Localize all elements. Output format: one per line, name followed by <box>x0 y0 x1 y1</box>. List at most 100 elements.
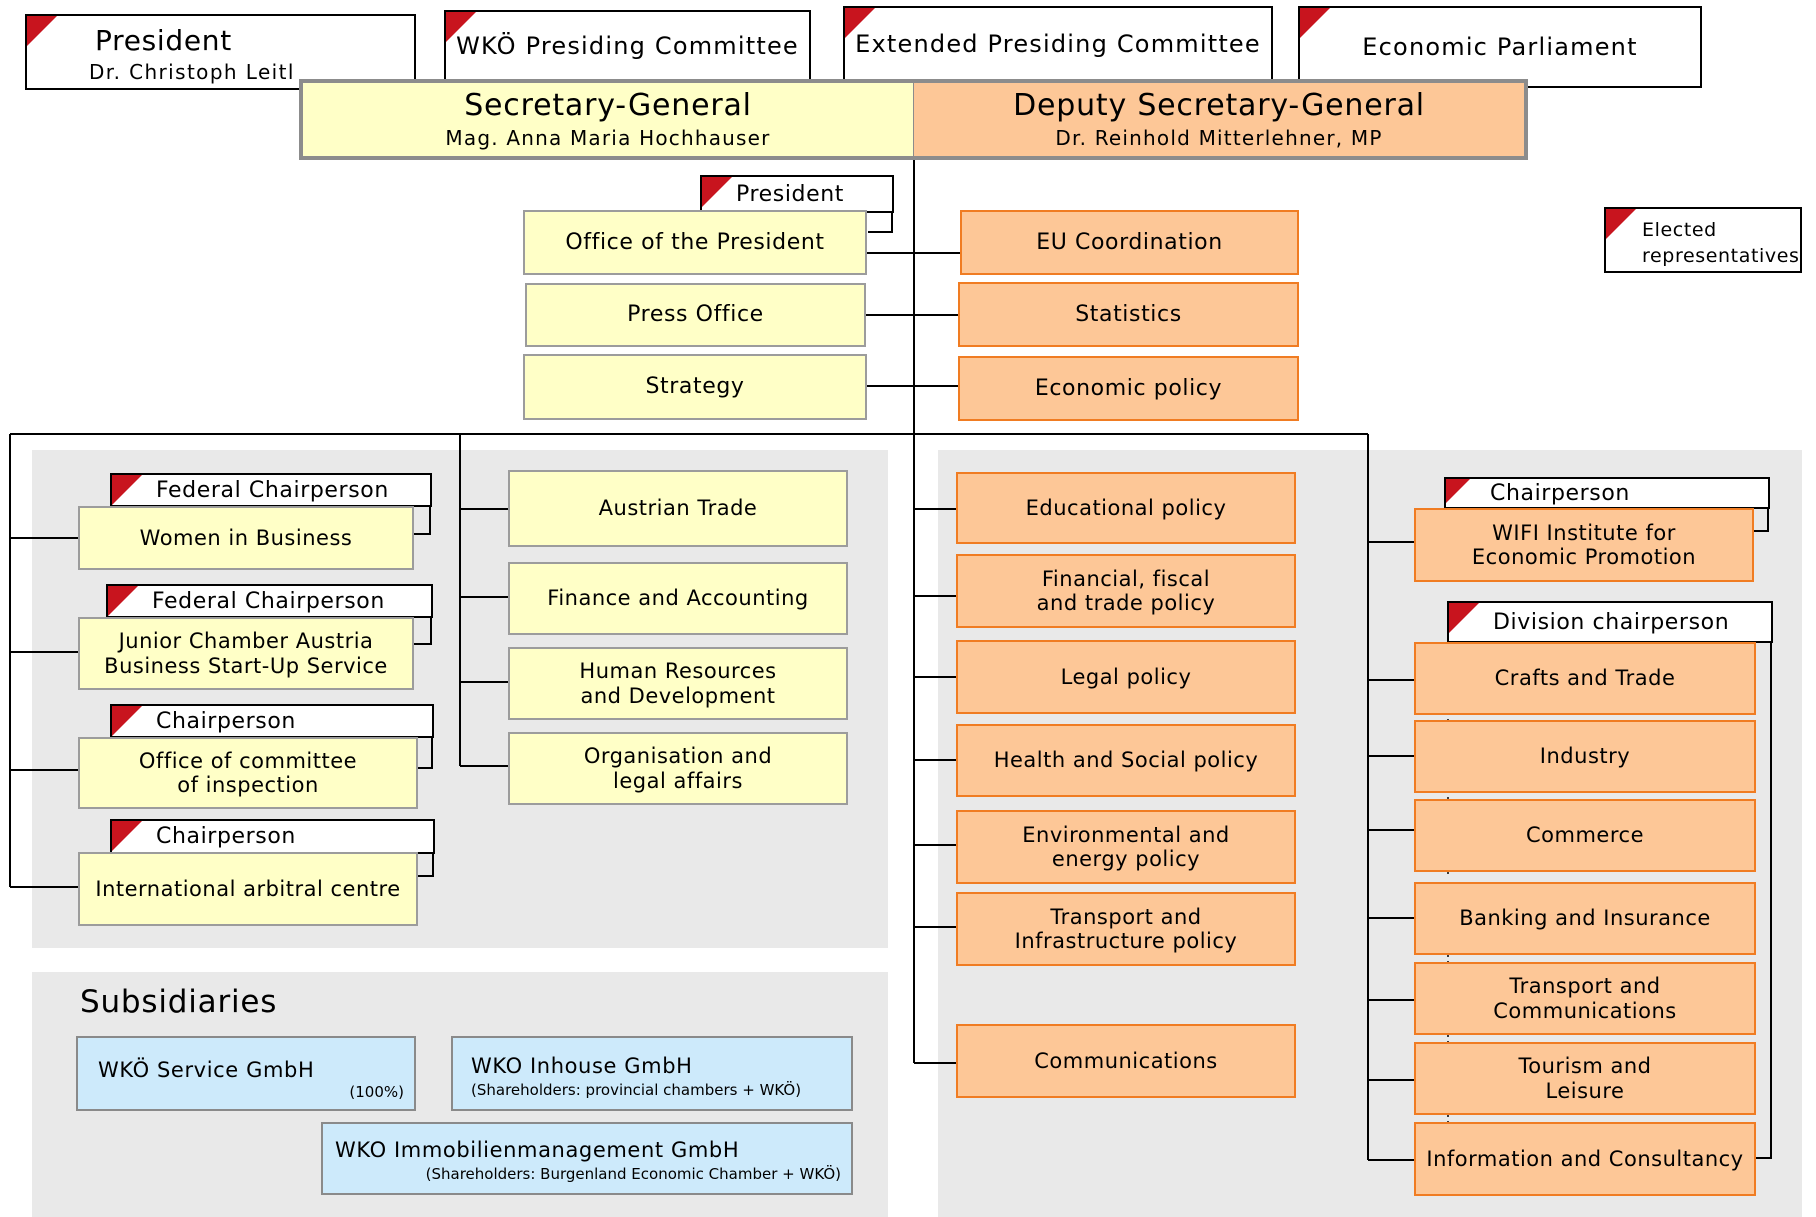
elected-flag-icon <box>845 8 875 38</box>
subsidiary-note: (Shareholders: Burgenland Economic Chamb… <box>425 1165 841 1184</box>
elected-flag-icon <box>112 706 142 736</box>
women-in-business-box: Women in Business <box>78 506 414 570</box>
organisation-legal-box: Organisation and legal affairs <box>508 732 848 805</box>
staff-item-label: Economic policy <box>1034 375 1223 401</box>
deputy-secretary-general-title: Deputy Secretary-General <box>1013 87 1425 123</box>
wifi-tag-label: Chairperson <box>1490 480 1630 506</box>
staff-item-label: Strategy <box>645 374 745 400</box>
information-consultancy-box: Information and Consultancy <box>1414 1122 1756 1196</box>
secretary-general-box: Secretary-General Mag. Anna Maria Hochha… <box>299 79 913 160</box>
department-line1: Organisation and <box>583 744 773 769</box>
department-line2: legal affairs <box>613 768 743 793</box>
extended-committee-box: Extended Presiding Committee <box>843 6 1273 82</box>
division-line1: Information and Consultancy <box>1426 1146 1744 1171</box>
economic-parliament-box: Economic Parliament <box>1298 6 1702 88</box>
secretary-general-name: Mag. Anna Maria Hochhauser <box>445 126 771 151</box>
commerce-box: Commerce <box>1414 799 1756 872</box>
legend-line2: representatives <box>1642 245 1800 267</box>
communications-box: Communications <box>956 1024 1296 1098</box>
division-tag: Division chairperson <box>1447 601 1773 643</box>
committee-line1: Office of committee <box>138 748 358 773</box>
subsidiaries-title: Subsidiaries <box>80 984 278 1020</box>
committee-line1: Women in Business <box>139 525 353 550</box>
committee-line2: of inspection <box>177 773 319 797</box>
staff-item-label: Statistics <box>1075 301 1182 327</box>
staff-item-label: Office of the President <box>565 229 825 255</box>
division-line1: Transport and <box>1509 974 1661 999</box>
president-name: Dr. Christoph Leitl <box>89 60 295 84</box>
economic-policy-box: Economic policy <box>958 356 1299 421</box>
strategy-box: Strategy <box>523 354 867 420</box>
human-resources-box: Human Resources and Development <box>508 647 848 720</box>
subsidiary-box: WKO Inhouse GmbH (Shareholders: provinci… <box>451 1036 853 1111</box>
deputy-secretary-general-box: Deputy Secretary-General Dr. Reinhold Mi… <box>913 79 1528 160</box>
legend: Elected representatives <box>1604 207 1802 273</box>
right-connectors <box>1368 541 1414 1161</box>
committee-tag: Chairperson <box>110 819 435 854</box>
president-top-box: President Dr. Christoph Leitl <box>25 14 416 90</box>
health-social-policy-box: Health and Social policy <box>956 724 1296 797</box>
policy-line1: Transport and <box>1050 904 1202 929</box>
policy-line2: and trade policy <box>1036 591 1216 615</box>
policy-line2: energy policy <box>1051 847 1201 871</box>
junior-chamber-box: Junior Chamber Austria Business Start-Up… <box>78 617 414 690</box>
elected-flag-icon <box>446 12 476 42</box>
legal-policy-box: Legal policy <box>956 640 1296 714</box>
committee-line2: Business Start-Up Service <box>104 653 388 678</box>
committee-tag-label: Federal Chairperson <box>152 588 385 614</box>
wifi-tag: Chairperson <box>1444 477 1770 509</box>
committee-connectors <box>10 537 80 888</box>
division-tag-label: Division chairperson <box>1493 609 1730 635</box>
subsidiary-name: WKO Immobilienmanagement GmbH <box>335 1138 740 1162</box>
department-line1: Human Resources <box>579 659 777 684</box>
division-line1: Crafts and Trade <box>1494 666 1676 691</box>
tourism-leisure-box: Tourism and Leisure <box>1414 1042 1756 1115</box>
policy-line1: Environmental and <box>1022 822 1230 847</box>
subsidiary-note: (Shareholders: provincial chambers + WKÖ… <box>471 1081 802 1100</box>
subsidiary-note: (100%) <box>349 1082 404 1101</box>
policy-line2: Infrastructure policy <box>1014 929 1238 953</box>
staff-item-label: Press Office <box>627 302 764 328</box>
division-line1: Industry <box>1539 744 1631 769</box>
department-line1: Finance and Accounting <box>547 586 809 611</box>
department-connectors <box>460 508 508 767</box>
division-line1: Commerce <box>1526 823 1644 848</box>
crafts-trade-box: Crafts and Trade <box>1414 642 1756 715</box>
environmental-policy-box: Environmental and energy policy <box>956 810 1296 884</box>
secretary-general-title: Secretary-General <box>464 87 752 123</box>
elected-flag-icon <box>1606 209 1636 239</box>
industry-box: Industry <box>1414 720 1756 793</box>
legend-line1: Elected <box>1642 219 1717 241</box>
policy-line1: Legal policy <box>1060 664 1192 689</box>
president-title: President <box>95 24 232 57</box>
committee-tag: Federal Chairperson <box>106 584 433 618</box>
committee-line1: International arbitral centre <box>95 876 401 901</box>
staff-connectors <box>866 252 960 387</box>
subsidiary-name: WKÖ Service GmbH <box>98 1058 315 1082</box>
elected-flag-icon <box>1446 479 1470 503</box>
elected-flag-icon <box>702 177 732 207</box>
policy-line1: Health and Social policy <box>993 748 1259 773</box>
division-line1: Banking and Insurance <box>1459 906 1711 931</box>
president-tag: President <box>700 175 894 213</box>
elected-flag-icon <box>1300 8 1330 38</box>
finance-accounting-box: Finance and Accounting <box>508 562 848 635</box>
elected-flag-icon <box>112 475 142 505</box>
tag-bracket <box>1756 601 1772 1159</box>
presiding-committee-box: WKÖ Presiding Committee <box>444 10 811 82</box>
elected-flag-icon <box>27 16 57 46</box>
wifi-institute-box: WIFI Institute for Economic Promotion <box>1414 508 1754 582</box>
committee-tag-label: Federal Chairperson <box>156 477 389 503</box>
committee-tag: Chairperson <box>110 704 434 738</box>
committee-tag: Federal Chairperson <box>110 473 432 507</box>
banking-insurance-box: Banking and Insurance <box>1414 882 1756 955</box>
president-tag-label: President <box>736 181 845 207</box>
wifi-line1: WIFI Institute for <box>1492 520 1676 545</box>
office-of-inspection-box: Office of committee of inspection <box>78 737 418 809</box>
policy-line1: Financial, fiscal <box>1041 566 1211 591</box>
division-line2: Communications <box>1493 998 1677 1023</box>
department-line1: Austrian Trade <box>598 496 758 521</box>
extended-committee-label: Extended Presiding Committee <box>855 30 1261 58</box>
committee-line1: Junior Chamber Austria <box>118 629 374 654</box>
austrian-trade-box: Austrian Trade <box>508 470 848 547</box>
